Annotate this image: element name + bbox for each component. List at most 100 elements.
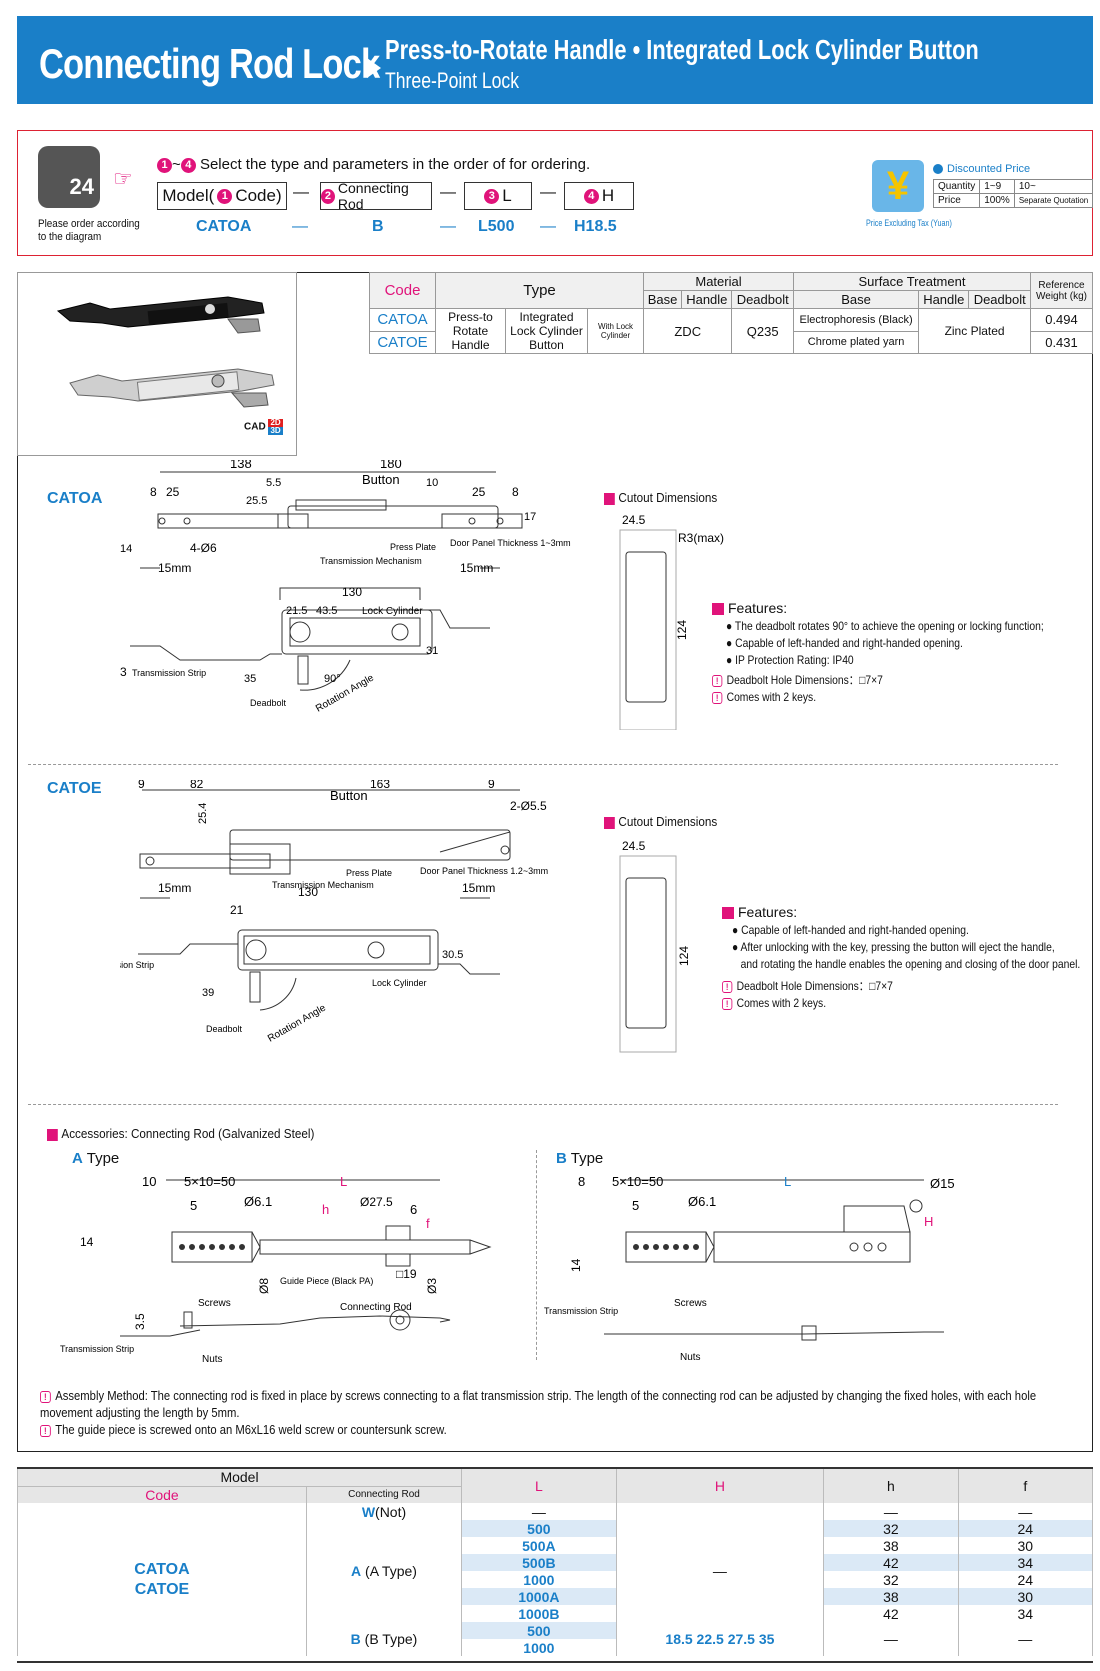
svg-text:15mm: 15mm	[158, 881, 191, 895]
catoa-features-title: Features:	[712, 600, 787, 616]
svg-text:L: L	[340, 1174, 347, 1189]
svg-text:17: 17	[524, 511, 536, 523]
svg-text:Nuts: Nuts	[202, 1354, 223, 1365]
svg-text:10: 10	[426, 477, 438, 489]
svg-text:Press Plate: Press Plate	[346, 868, 392, 878]
svg-text:2-Ø5.5: 2-Ø5.5	[510, 799, 547, 813]
svg-text:180: 180	[380, 460, 402, 471]
svg-text:9: 9	[488, 780, 495, 791]
divider	[28, 1104, 1058, 1105]
svg-text:3: 3	[120, 665, 127, 679]
svg-text:R3(max): R3(max)	[678, 531, 724, 545]
svg-text:Deadbolt: Deadbolt	[250, 698, 287, 708]
svg-text:15mm: 15mm	[460, 561, 493, 575]
catoa-drawing: 138 180 Button 8 25 25.5 5.5 10 25 8 17 …	[120, 460, 571, 715]
phone-24h-icon: 24	[38, 146, 100, 208]
svg-text:Button: Button	[330, 788, 368, 803]
svg-text:8: 8	[578, 1174, 585, 1189]
pointing-hand-icon: ☞	[113, 166, 133, 191]
svg-text:4-Ø6: 4-Ø6	[190, 541, 217, 555]
page-title: Connecting Rod Lock	[39, 40, 380, 87]
title-banner: Connecting Rod Lock Press-to-Rotate Hand…	[17, 16, 1093, 104]
cad-label: CAD 2D 3D	[244, 418, 283, 435]
svg-text:124: 124	[675, 620, 689, 640]
svg-text:163: 163	[370, 780, 390, 791]
svg-text:8: 8	[150, 485, 157, 499]
svg-text:24.5: 24.5	[622, 839, 646, 853]
svg-text:124: 124	[677, 946, 691, 966]
svg-text:5: 5	[632, 1198, 639, 1213]
svg-text:Screws: Screws	[198, 1298, 231, 1309]
svg-text:5×10=50: 5×10=50	[184, 1174, 235, 1189]
svg-text:138: 138	[230, 460, 252, 471]
svg-text:5×10=50: 5×10=50	[612, 1174, 663, 1189]
svg-text:5.5: 5.5	[266, 477, 281, 489]
discount-title: Discounted Price	[933, 163, 1030, 175]
svg-text:90°: 90°	[324, 673, 341, 685]
svg-text:3.5: 3.5	[133, 1313, 147, 1330]
svg-text:H: H	[924, 1214, 933, 1229]
model-table-frame	[17, 1467, 1093, 1663]
divider	[536, 1150, 537, 1360]
svg-text:Rotation Angle: Rotation Angle	[266, 1002, 328, 1044]
svg-text:6: 6	[410, 1202, 417, 1217]
svg-text:14: 14	[569, 1258, 583, 1272]
catoe-hints: !Deadbolt Hole Dimensions：□7×7 !Comes wi…	[722, 978, 893, 1012]
catoe-features-title: Features:	[722, 904, 797, 920]
svg-text:Guide Piece (Black PA): Guide Piece (Black PA)	[280, 1276, 373, 1286]
svg-text:Transmission Strip: Transmission Strip	[544, 1306, 618, 1316]
svg-text:Lock Cylinder: Lock Cylinder	[362, 606, 423, 617]
assembly-notes: !Assembly Method: The connecting rod is …	[40, 1389, 1037, 1437]
accessories-title: Accessories: Connecting Rod (Galvanized …	[47, 1126, 314, 1141]
svg-text:15mm: 15mm	[158, 561, 191, 575]
svg-text:Transmission Mechanism: Transmission Mechanism	[320, 556, 422, 566]
svg-text:21: 21	[230, 903, 244, 917]
page-subtitle-2: Three-Point Lock	[385, 68, 520, 93]
svg-text:30.5: 30.5	[442, 949, 463, 961]
svg-text:25.5: 25.5	[246, 495, 267, 507]
svg-text:Transmission Mechanism: Transmission Mechanism	[272, 880, 374, 890]
svg-text:L: L	[784, 1174, 791, 1189]
catoe-drawing: 9 82 163 9 25.4 Button 2-Ø5.5 Transmissi…	[120, 780, 548, 1045]
svg-text:Ø3: Ø3	[425, 1278, 439, 1294]
svg-text:130: 130	[342, 585, 362, 599]
step-range-icon: 1	[157, 157, 172, 173]
svg-text:Screws: Screws	[674, 1298, 707, 1309]
spec-table: Code Type Material Surface Treatment Ref…	[369, 272, 1093, 354]
svg-text:24.5: 24.5	[622, 513, 646, 527]
price-note: Price Excluding Tax (Yuan)	[866, 218, 952, 228]
svg-text:130: 130	[298, 885, 318, 899]
example-code: CATOA	[196, 218, 252, 235]
order-instruction: 1~4 Select the type and parameters in th…	[157, 156, 590, 173]
example-H: H18.5	[574, 218, 617, 235]
svg-text:39: 39	[202, 987, 214, 999]
svg-text:43.5: 43.5	[316, 605, 337, 617]
catoa-cutout-drawing: 24.5 R3(max) 124	[619, 513, 724, 730]
arrow-right-icon	[367, 58, 381, 78]
page-subtitle: Press-to-Rotate Handle • Integrated Lock…	[385, 34, 979, 65]
svg-text:14: 14	[120, 543, 132, 555]
catoa-cutout-title: Cutout Dimensions	[604, 490, 717, 505]
svg-text:15mm: 15mm	[462, 881, 495, 895]
type-a-drawing: 10 5×10=50 L 5 Ø6.1 h Ø27.5 6 f 14 Ø8 Gu…	[60, 1174, 492, 1365]
svg-text:82: 82	[190, 780, 204, 791]
svg-text:Door Panel Thickness 1.2~3mm: Door Panel Thickness 1.2~3mm	[420, 866, 548, 876]
svg-text:31: 31	[426, 645, 438, 657]
svg-text:Lock Cylinder: Lock Cylinder	[372, 978, 427, 988]
catoa-label: CATOA	[47, 490, 103, 507]
svg-text:Ø15: Ø15	[930, 1176, 955, 1191]
svg-text:Ø27.5: Ø27.5	[360, 1195, 393, 1209]
type-a-label: A Type	[72, 1150, 120, 1167]
svg-text:9: 9	[138, 780, 145, 791]
svg-text:35: 35	[244, 673, 256, 685]
svg-text:Nuts: Nuts	[680, 1352, 701, 1363]
svg-text:21.5: 21.5	[286, 605, 307, 617]
product-image: CAD 2D 3D	[17, 272, 297, 456]
svg-text:Transmission Strip: Transmission Strip	[132, 668, 206, 678]
svg-text:14: 14	[80, 1235, 94, 1249]
